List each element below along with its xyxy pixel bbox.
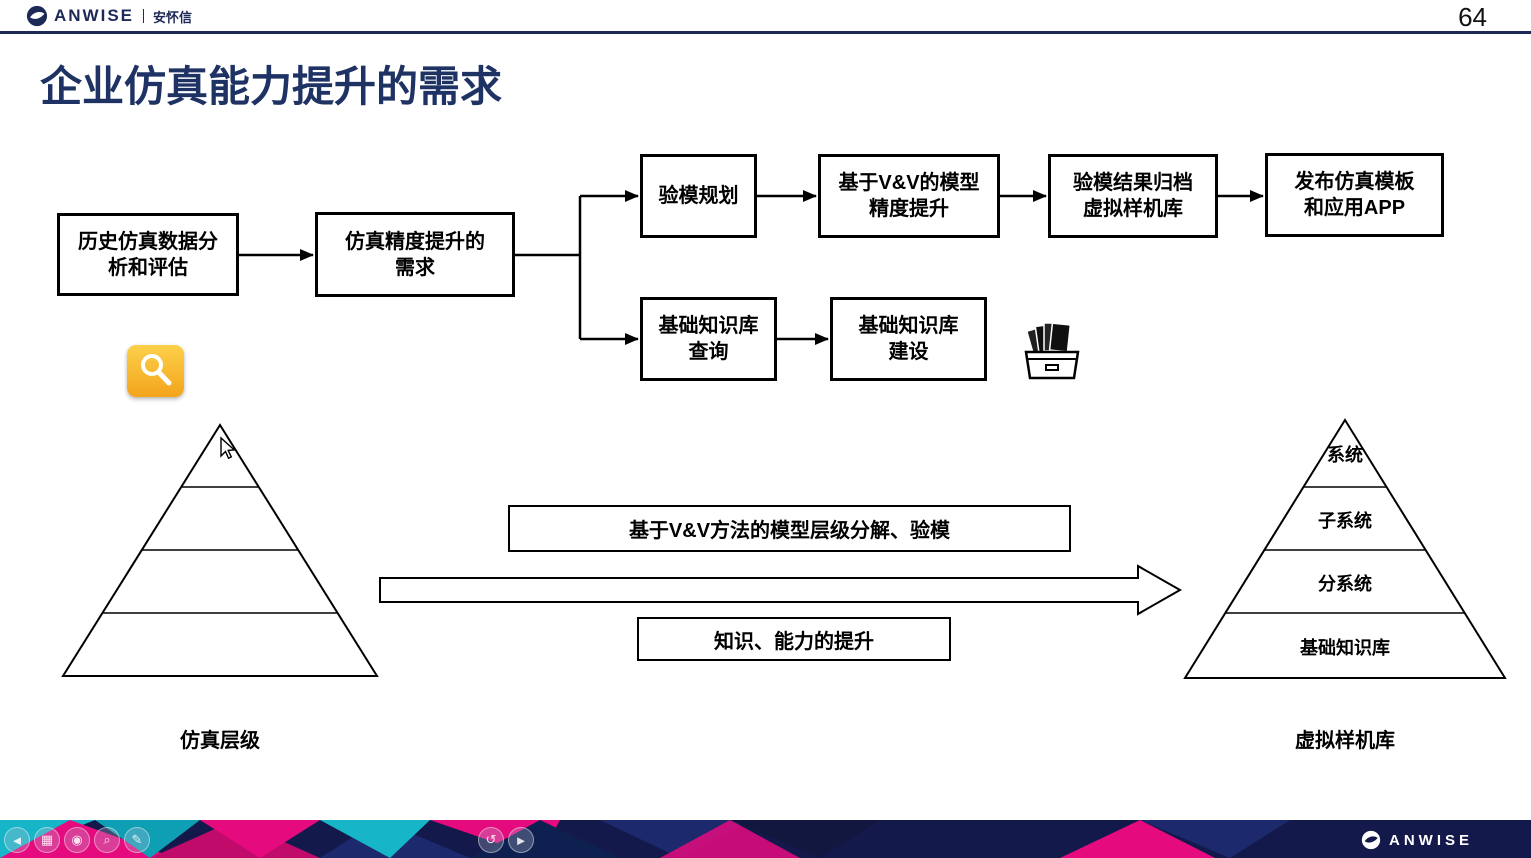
pyramid-level-system: 系统 (1327, 445, 1363, 465)
pyramid-level-subsystem: 子系统 (1318, 511, 1372, 531)
mouse-cursor (220, 436, 236, 460)
left-pyramid (61, 423, 379, 677)
footer-band (0, 820, 1531, 858)
big-right-arrow (379, 564, 1183, 616)
flow-node-publish-app: 发布仿真模板 和应用APP (1265, 153, 1444, 237)
overlay-control-forward-icon[interactable]: ► (508, 827, 534, 853)
card-file-icon (1024, 322, 1080, 380)
brand-name: ANWISE (54, 6, 134, 25)
flow-node-result-archive: 验模结果归档 虚拟样机库 (1048, 154, 1218, 238)
overlay-control-record-icon[interactable]: ◉ (64, 827, 90, 853)
overlay-control-shapes-icon[interactable]: ▦ (34, 827, 60, 853)
overlay-control-undo-icon[interactable]: ↺ (478, 827, 504, 853)
slide-title: 企业仿真能力提升的需求 (40, 63, 503, 110)
magnifier-icon (127, 345, 184, 397)
vv-decompose-box: 基于V&V方法的模型层级分解、验模 (508, 505, 1071, 552)
footer-logo: ANWISE (1361, 830, 1473, 850)
anwise-logo-icon (26, 5, 48, 27)
brand-separator (143, 9, 144, 23)
right-pyramid-caption: 虚拟样机库 (1295, 730, 1395, 752)
overlay-control-back-icon[interactable]: ◄ (4, 827, 30, 853)
flow-node-history-data: 历史仿真数据分 析和评估 (57, 213, 239, 296)
header-rule (0, 31, 1531, 34)
overlay-control-pen-icon[interactable]: ✎ (124, 827, 150, 853)
anwise-footer-logo-icon (1361, 830, 1381, 850)
brand-name-cn: 安怀信 (153, 9, 193, 25)
flow-node-vv-accuracy: 基于V&V的模型 精度提升 (818, 154, 1000, 238)
pyramid-level-kb: 基础知识库 (1300, 638, 1390, 658)
page-number: 64 (1458, 2, 1487, 32)
flow-node-validation-plan: 验模规划 (640, 154, 757, 238)
knowledge-improve-box: 知识、能力的提升 (637, 617, 951, 661)
flow-node-kb-build: 基础知识库 建设 (830, 297, 987, 381)
footer-brand-name: ANWISE (1389, 831, 1473, 849)
header-logo: ANWISE 安怀信 (26, 5, 192, 27)
overlay-control-zoom-icon[interactable]: ⌕ (94, 827, 120, 853)
flow-node-kb-query: 基础知识库 查询 (640, 297, 777, 381)
left-pyramid-caption: 仿真层级 (180, 730, 260, 752)
flow-node-accuracy-need: 仿真精度提升的 需求 (315, 212, 515, 297)
pyramid-level-division: 分系统 (1318, 574, 1372, 594)
footer-decoration (0, 820, 1531, 858)
